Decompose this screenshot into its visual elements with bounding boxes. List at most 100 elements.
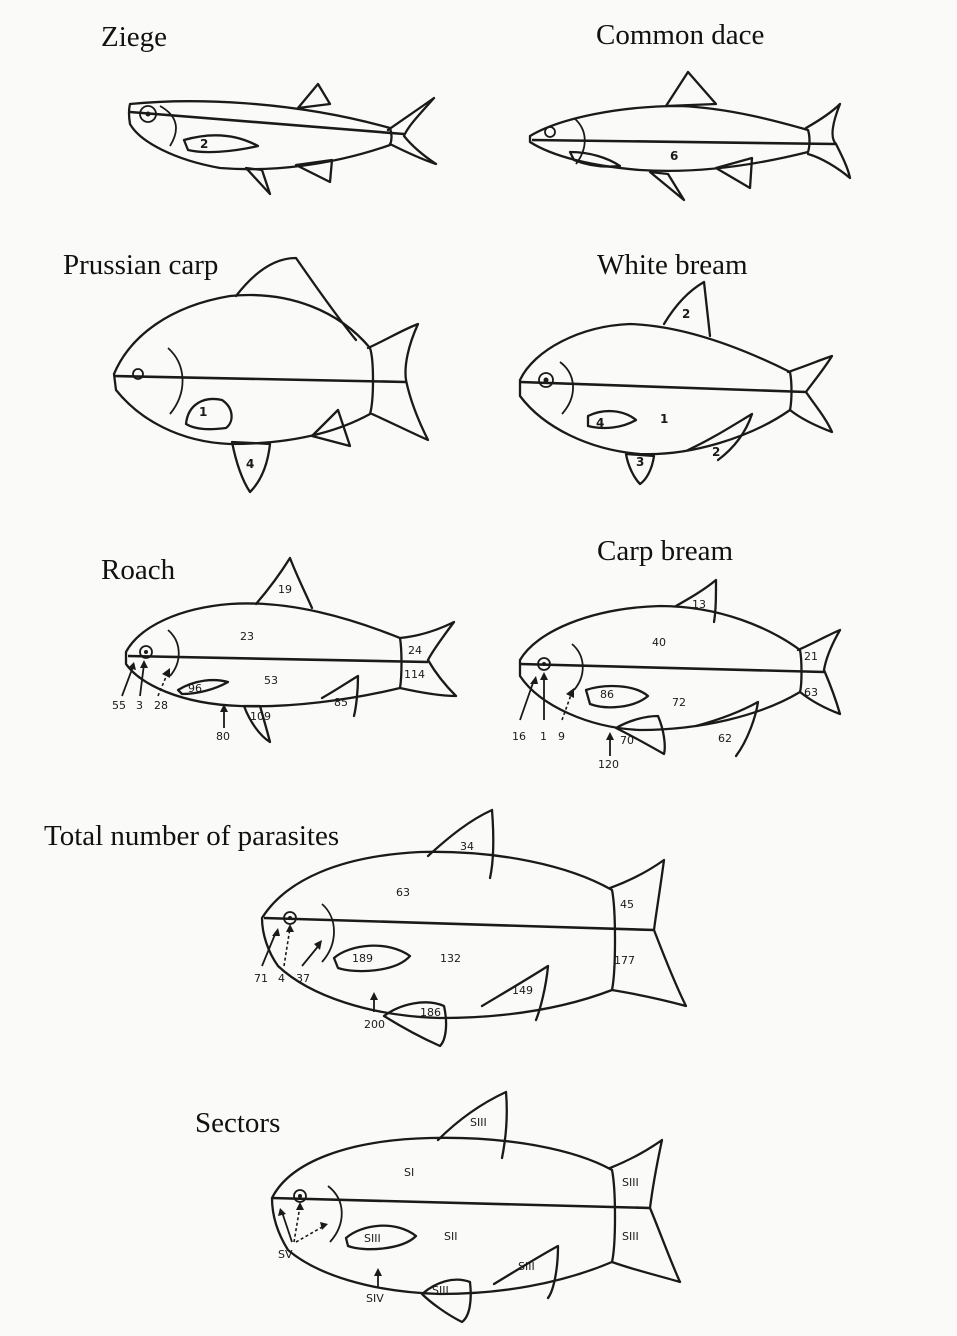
total-lateral-line	[264, 918, 654, 930]
fish-total-parasites: 34 63 132 189 45 177 149 186 200 71 4 37	[254, 810, 686, 1046]
total-eye-count: 4	[278, 972, 285, 985]
carp-bream-upper-body-count: 40	[652, 636, 666, 649]
sectors-belly-label: SIV	[366, 1292, 384, 1305]
carp-bream-tail-upper-count: 21	[804, 650, 818, 663]
carp-bream-belly-count: 120	[598, 758, 619, 771]
roach-pelvic-count: 109	[250, 710, 271, 723]
total-mouth-count: 71	[254, 972, 268, 985]
sectors-lower-body-label: SII	[444, 1230, 457, 1243]
prussian-carp-pectoral-fin	[186, 399, 232, 429]
sectors-pelvic-label: SIII	[432, 1284, 449, 1297]
prussian-carp-lateral-line	[114, 376, 406, 382]
sectors-lateral-line	[272, 1198, 650, 1208]
sectors-pectoral-label: SIII	[364, 1232, 381, 1245]
sectors-tail-lower-label: SIII	[622, 1230, 639, 1243]
white-bream-gill-line	[560, 362, 573, 414]
common-dace-pelvic-fin	[650, 172, 684, 200]
sectors-pectoral-fin	[346, 1226, 416, 1250]
common-dace-lateral-line	[532, 140, 836, 144]
ziege-dorsal-fin	[298, 84, 330, 108]
prussian-carp-pectoral-count: 1	[199, 405, 207, 419]
roach-pectoral-count: 96	[188, 682, 202, 695]
roach-lateral-line	[128, 656, 428, 662]
sectors-gill-line	[328, 1186, 342, 1242]
carp-bream-eye-count: 1	[540, 730, 547, 743]
carp-bream-pectoral-fin	[586, 686, 648, 707]
roach-lower-body-count: 53	[264, 674, 278, 687]
carp-bream-dorsal-count: 13	[692, 598, 706, 611]
total-tail-fin	[610, 860, 686, 1006]
carp-bream-anal-count: 62	[718, 732, 732, 745]
white-bream-anal-count: 2	[712, 445, 720, 459]
prussian-carp-anal-fin	[312, 410, 350, 446]
white-bream-body-count: 1	[660, 412, 668, 426]
fish-roach: 19 23 53 96 24 114 85 109 80 55 3 28	[112, 558, 456, 743]
common-dace-eye	[545, 127, 555, 137]
ziege-tail-fin	[388, 98, 436, 164]
common-dace-dorsal-fin	[666, 72, 716, 106]
roach-tail-fin	[400, 622, 456, 696]
roach-upper-body-count: 23	[240, 630, 254, 643]
white-bream-dorsal-count: 2	[682, 307, 690, 321]
total-belly-count: 200	[364, 1018, 385, 1031]
fish-carp-bream: 13 40 72 86 21 63 62 70 120 16 1 9	[512, 580, 840, 771]
total-tail-lower-count: 177	[614, 954, 635, 967]
total-tail-upper-count: 45	[620, 898, 634, 911]
fish-sectors: SIII SI SII SIII SIII SIII SIII SIII SIV…	[272, 1092, 680, 1322]
white-bream-lateral-line	[520, 382, 806, 392]
common-dace-body-count: 6	[670, 149, 678, 163]
carp-bream-mouth-count: 16	[512, 730, 526, 743]
carp-bream-gill-count: 9	[558, 730, 565, 743]
common-dace-tail-fin	[806, 104, 850, 178]
fish-ziege: 2	[129, 84, 436, 194]
sectors-body-outline	[272, 1138, 615, 1294]
ziege-pectoral-fin	[184, 135, 258, 152]
total-pelvic-count: 186	[420, 1006, 441, 1019]
carp-bream-pectoral-count: 86	[600, 688, 614, 701]
carp-bream-tail-lower-count: 63	[804, 686, 818, 699]
sectors-head-label: SV	[278, 1248, 293, 1261]
carp-bream-pelvic-count: 70	[620, 734, 634, 747]
roach-pectoral-fin	[178, 680, 228, 694]
roach-dorsal-count: 19	[278, 583, 292, 596]
ziege-pectoral-count: 2	[200, 137, 208, 151]
carp-bream-anal-fin	[696, 702, 758, 756]
roach-tail-upper-count: 24	[408, 644, 422, 657]
fish-prussian-carp: 1 4	[114, 258, 428, 492]
fish-common-dace: 6	[530, 72, 850, 200]
roach-tail-lower-count: 114	[404, 668, 425, 681]
sectors-tail-upper-label: SIII	[622, 1176, 639, 1189]
total-body-outline	[262, 852, 615, 1018]
total-anal-count: 149	[512, 984, 533, 997]
total-pectoral-count: 189	[352, 952, 373, 965]
fish-white-bream: 2 1 4 3 2	[520, 282, 832, 484]
roach-body-outline	[126, 603, 402, 706]
sectors-upper-body-label: SI	[404, 1166, 414, 1179]
prussian-carp-dorsal-fin	[236, 258, 356, 340]
ziege-lateral-line	[130, 112, 404, 134]
carp-bream-lateral-line	[520, 664, 824, 672]
ziege-gill-line	[160, 106, 176, 146]
roach-belly-count: 80	[216, 730, 230, 743]
common-dace-anal-fin	[716, 158, 752, 188]
carp-bream-lower-body-count: 72	[672, 696, 686, 709]
total-dorsal-count: 34	[460, 840, 474, 853]
white-bream-pectoral-count: 4	[596, 416, 604, 430]
sectors-anal-label: SIII	[518, 1260, 535, 1273]
roach-gill-count: 28	[154, 699, 168, 712]
sectors-tail-fin	[610, 1140, 680, 1282]
total-upper-body-count: 63	[396, 886, 410, 899]
total-gill-count: 37	[296, 972, 310, 985]
prussian-carp-gill-line	[168, 348, 183, 414]
roach-anal-count: 85	[334, 696, 348, 709]
total-gill-line	[322, 904, 334, 962]
carp-bream-gill-line	[572, 644, 583, 690]
prussian-carp-pelvic-count: 4	[246, 457, 254, 471]
white-bream-tail-fin	[788, 356, 832, 432]
ziege-anal-fin	[296, 160, 332, 182]
roach-mouth-count: 55	[112, 699, 126, 712]
ziege-pelvic-fin	[246, 168, 270, 194]
roach-eye-count: 3	[136, 699, 143, 712]
